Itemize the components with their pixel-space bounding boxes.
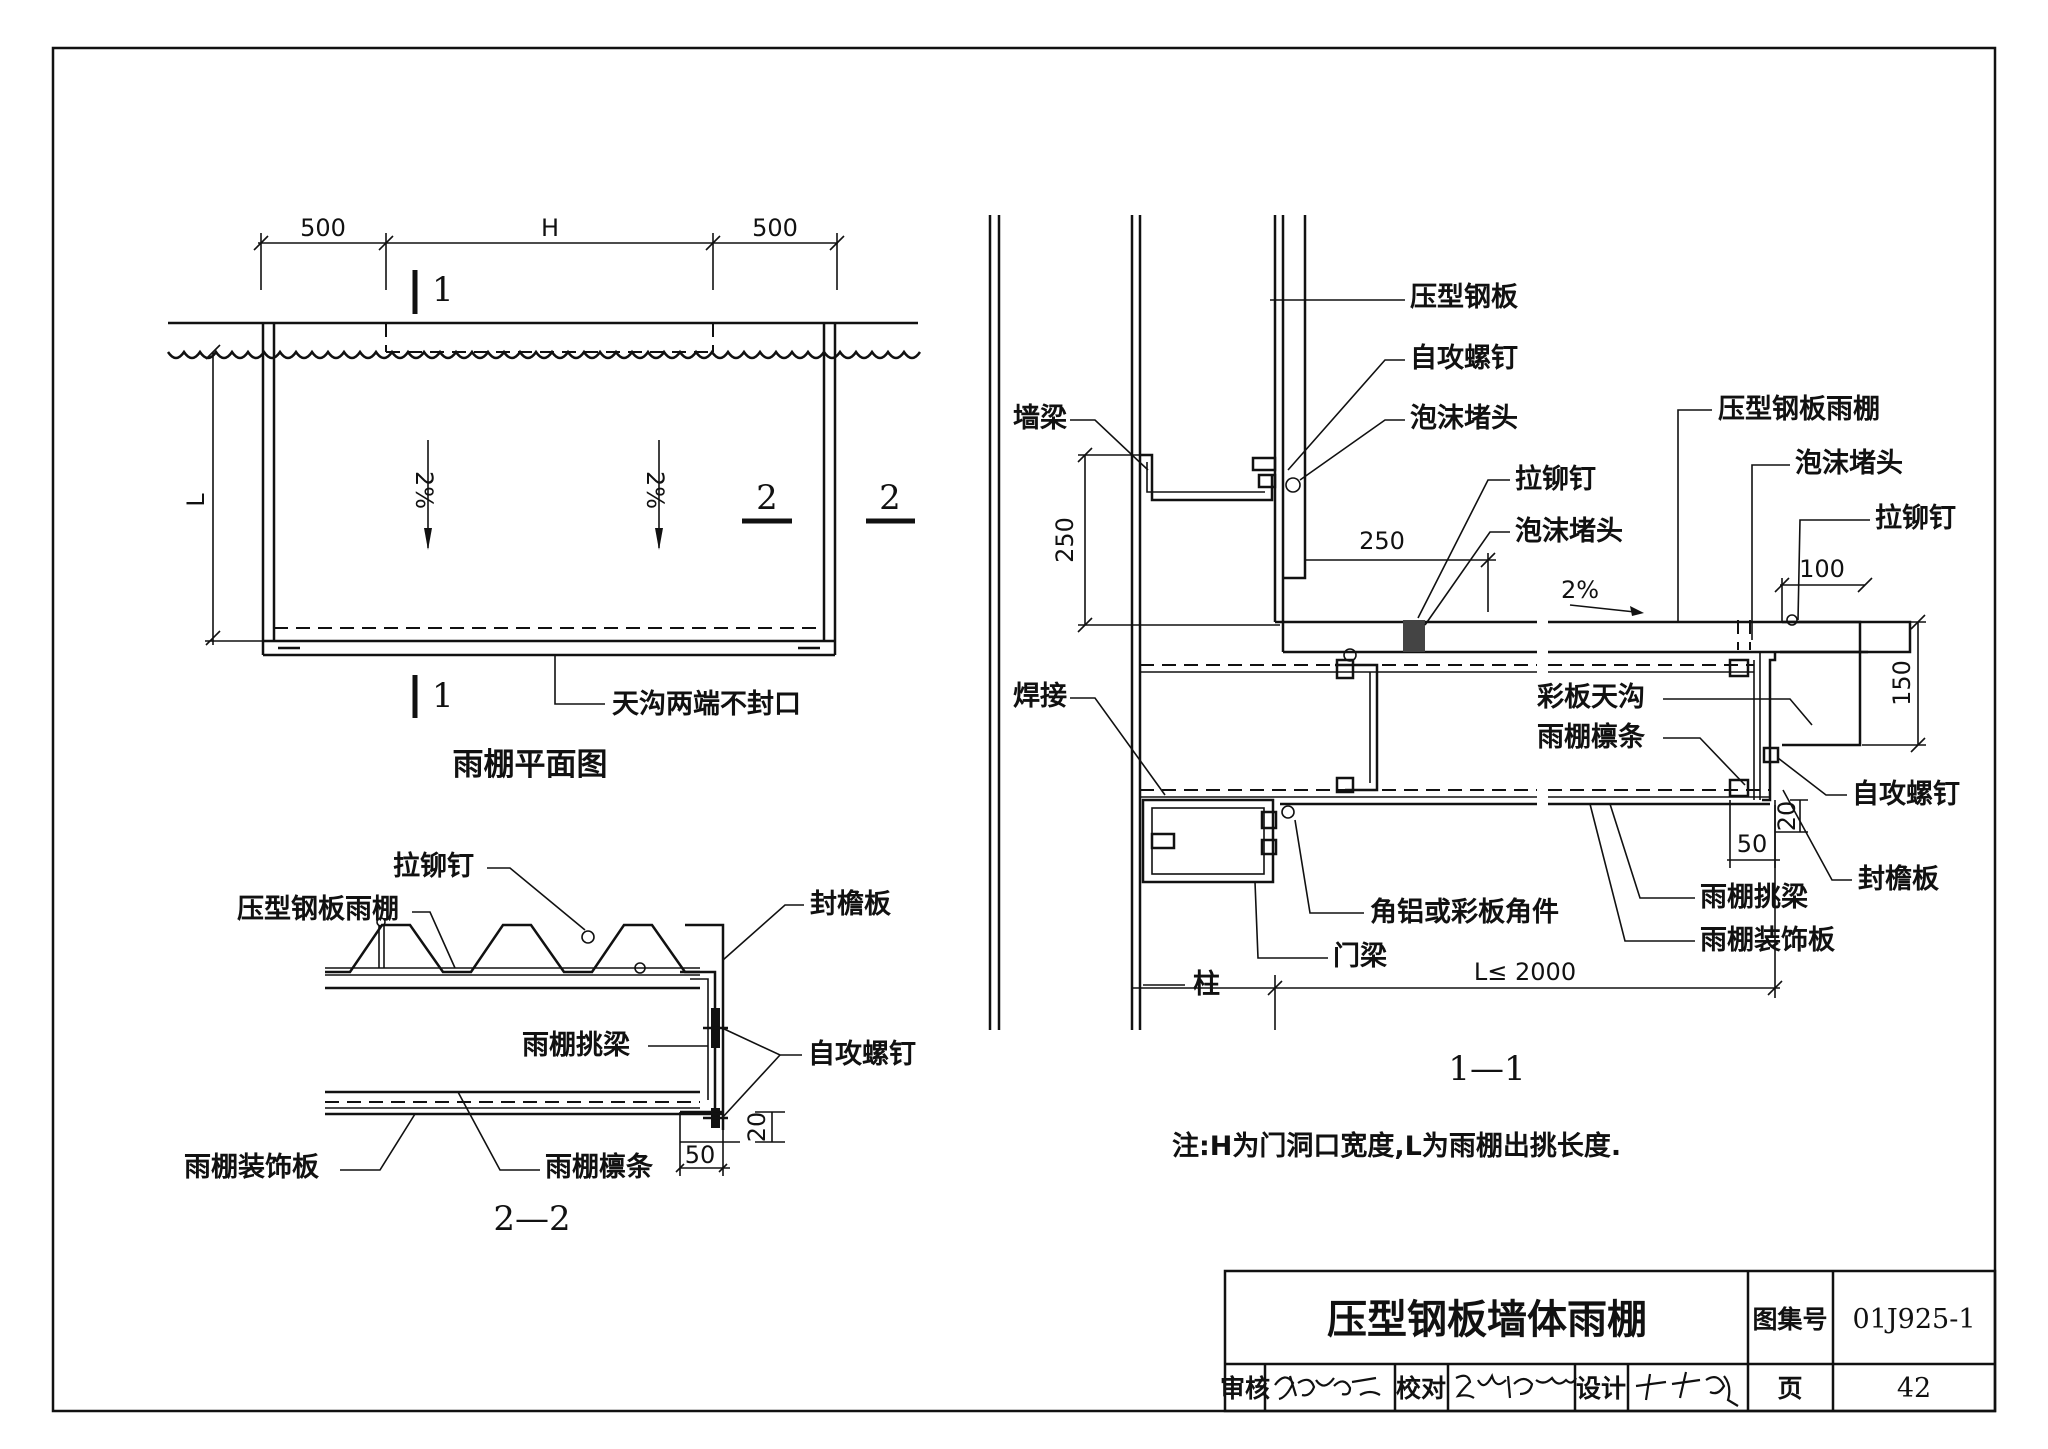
sheet-border bbox=[51, 46, 1997, 1413]
s11-label-fascia: 封檐板 bbox=[1858, 863, 1939, 895]
plan-section-1-top: 1 bbox=[432, 270, 454, 310]
plan-title: 雨棚平面图 bbox=[453, 747, 608, 783]
tb-page-no: 42 bbox=[1897, 1373, 1931, 1404]
s11-label-wall-beam: 墙梁 bbox=[1013, 403, 1067, 434]
s11-label-foam-mid: 泡沫堵头 bbox=[1515, 515, 1623, 547]
s11-label-weld: 焊接 bbox=[1013, 681, 1067, 712]
s11-label-gutter: 彩板天沟 bbox=[1537, 682, 1645, 713]
s11-dim-L: L≤ 2000 bbox=[1474, 958, 1576, 986]
tb-atlas-label: 图集号 bbox=[1752, 1305, 1827, 1334]
s22-dim-50: 50 bbox=[685, 1141, 716, 1169]
s11-dim-150: 150 bbox=[1888, 660, 1916, 706]
plan-view: 500 H 500 L 2% 2% bbox=[166, 214, 922, 783]
plan-dim-left: 500 bbox=[300, 214, 346, 242]
s11-slope: 2% bbox=[1561, 576, 1599, 604]
title-block: 压型钢板墙体雨棚 图集号 01J925-1 审核 校对 设计 页 42 bbox=[1220, 1269, 1997, 1413]
s11-label-foam-top: 泡沫堵头 bbox=[1410, 402, 1518, 434]
plan-section-2-left: 2 bbox=[756, 478, 778, 518]
s22-label-rivet: 拉铆钉 bbox=[393, 850, 474, 882]
s11-label-door-beam: 门梁 bbox=[1333, 941, 1387, 972]
s11-dim-50: 50 bbox=[1737, 830, 1768, 858]
corrugated-wall-line bbox=[166, 349, 922, 360]
foam-plug bbox=[1403, 620, 1425, 652]
drawing-note: 注:H为门洞口宽度,L为雨棚出挑长度. bbox=[1172, 1130, 1621, 1162]
s22-label-decor-panel: 雨棚装饰板 bbox=[184, 1152, 319, 1183]
s11-dim-100: 100 bbox=[1799, 555, 1845, 583]
s11-label-rivet-mid: 拉铆钉 bbox=[1515, 463, 1596, 495]
plan-dim-L: L bbox=[182, 493, 210, 507]
s11-label-screw-top: 自攻螺钉 bbox=[1410, 342, 1518, 374]
s11-label-cantilever-beam: 雨棚挑梁 bbox=[1700, 882, 1808, 913]
s11-dim-250-h: 250 bbox=[1359, 527, 1405, 555]
tb-review-label: 审核 bbox=[1220, 1374, 1270, 1403]
signature-designer bbox=[1635, 1371, 1739, 1407]
s11-label-foam-right: 泡沫堵头 bbox=[1795, 447, 1903, 479]
door-beam bbox=[1141, 798, 1275, 884]
s22-label-purlin: 雨棚檩条 bbox=[545, 1151, 654, 1183]
s11-title: 1—1 bbox=[1448, 1049, 1525, 1089]
s22-dim-20: 20 bbox=[743, 1112, 771, 1143]
plan-dim-mid: H bbox=[541, 214, 559, 242]
s11-label-angle: 角铝或彩板角件 bbox=[1370, 896, 1559, 928]
plan-section-1-bottom: 1 bbox=[432, 676, 454, 716]
signature-checker bbox=[1455, 1372, 1577, 1399]
s22-label-canopy-sheet: 压型钢板雨棚 bbox=[237, 894, 399, 925]
s11-label-canopy-sheet: 压型钢板雨棚 bbox=[1718, 394, 1880, 425]
s11-label-steel-sheet: 压型钢板 bbox=[1410, 282, 1518, 313]
signature-reviewer bbox=[1274, 1375, 1381, 1401]
plan-dim-right: 500 bbox=[752, 214, 798, 242]
section-2-2: 20 50 拉铆钉 压型钢板雨棚 封檐板 雨棚挑梁 自攻螺钉 雨棚装饰板 雨棚檩… bbox=[184, 850, 916, 1239]
s22-title: 2—2 bbox=[493, 1199, 570, 1239]
tb-check-label: 校对 bbox=[1396, 1374, 1446, 1403]
tb-design-label: 设计 bbox=[1576, 1374, 1626, 1403]
s22-label-screw: 自攻螺钉 bbox=[808, 1038, 916, 1070]
s22-label-fascia: 封檐板 bbox=[810, 888, 891, 920]
s11-label-screw-right: 自攻螺钉 bbox=[1852, 778, 1960, 810]
plan-section-2-right: 2 bbox=[879, 478, 901, 518]
s11-label-decor-panel: 雨棚装饰板 bbox=[1700, 925, 1835, 956]
tb-page-label: 页 bbox=[1777, 1374, 1802, 1403]
s11-label-column: 柱 bbox=[1193, 969, 1220, 1000]
plan-slope-1: 2% bbox=[410, 471, 438, 509]
s11-dim-250-v: 250 bbox=[1051, 517, 1079, 563]
tb-atlas-no: 01J925-1 bbox=[1852, 1304, 1975, 1335]
s22-label-cantilever-beam: 雨棚挑梁 bbox=[522, 1030, 630, 1061]
s11-label-purlin: 雨棚檩条 bbox=[1537, 721, 1646, 753]
section-1-1: 250 250 2% 100 150 20 50 bbox=[988, 215, 1960, 1089]
plan-note-gutter: 天沟两端不封口 bbox=[612, 689, 801, 720]
s11-label-rivet-right: 拉铆钉 bbox=[1875, 502, 1956, 534]
plan-slope-2: 2% bbox=[641, 471, 669, 509]
tb-drawing-title: 压型钢板墙体雨棚 bbox=[1327, 1297, 1647, 1343]
